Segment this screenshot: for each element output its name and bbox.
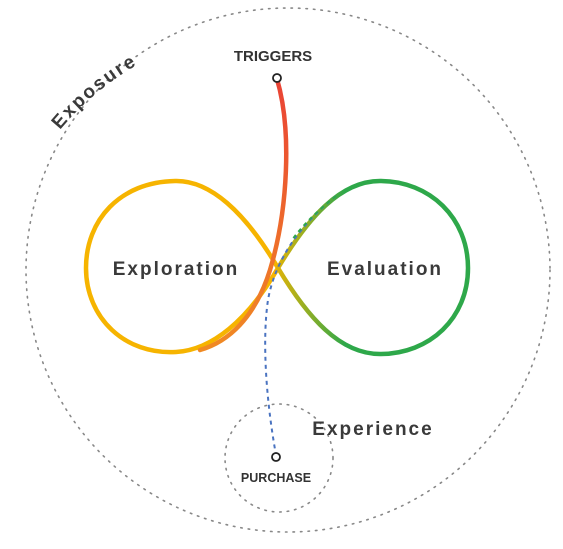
trigger-node-icon: [272, 73, 282, 83]
exploration-loop: [83, 178, 281, 355]
purchase-node-icon: [271, 452, 281, 462]
purchase-path-green-segment: [291, 195, 337, 241]
evaluation-label: Evaluation: [327, 259, 443, 280]
exposure-label: Exposure: [48, 51, 141, 134]
purchase-circle: [224, 403, 334, 513]
triggers-label: TRIGGERS: [234, 48, 312, 65]
purchase-path: [264, 195, 337, 456]
experience-label: Experience: [312, 419, 433, 440]
purchase-label: PURCHASE: [241, 471, 311, 485]
evaluation-loop: [275, 178, 471, 357]
exposure-circle: [25, 7, 551, 533]
exploration-label: Exploration: [113, 259, 240, 280]
trigger-path: [197, 76, 289, 353]
